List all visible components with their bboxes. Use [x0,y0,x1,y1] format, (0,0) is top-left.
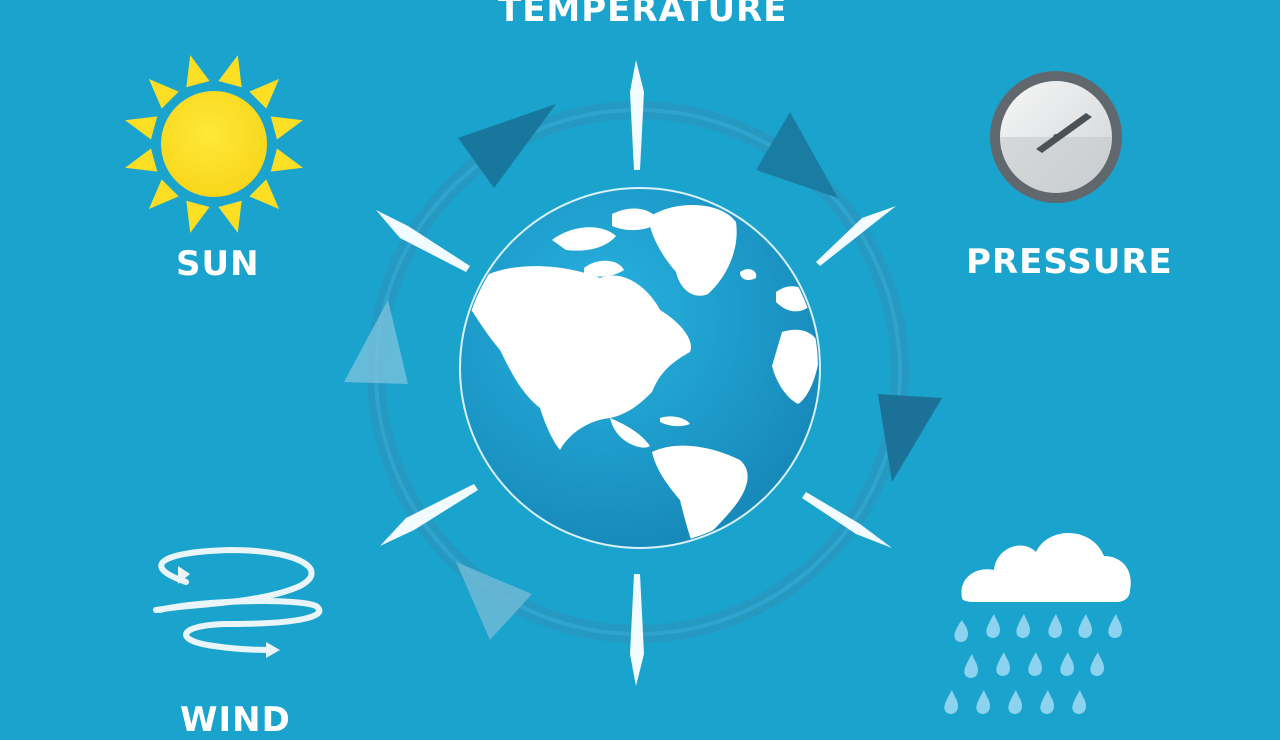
cycle-arrows-icon [344,104,942,640]
pressure-gauge-icon [990,71,1122,203]
sun-icon [125,55,303,233]
rain-cloud-icon [944,532,1131,714]
wind-label: WIND [180,700,291,740]
pressure-label: PRESSURE [966,242,1173,282]
weather-diagram [125,55,1131,714]
sun-label: SUN [176,244,260,284]
temperature-label: TEMPERATURE [498,0,788,30]
globe-icon [459,187,821,549]
spike-arrows [376,60,896,686]
wind-icon [153,546,323,658]
